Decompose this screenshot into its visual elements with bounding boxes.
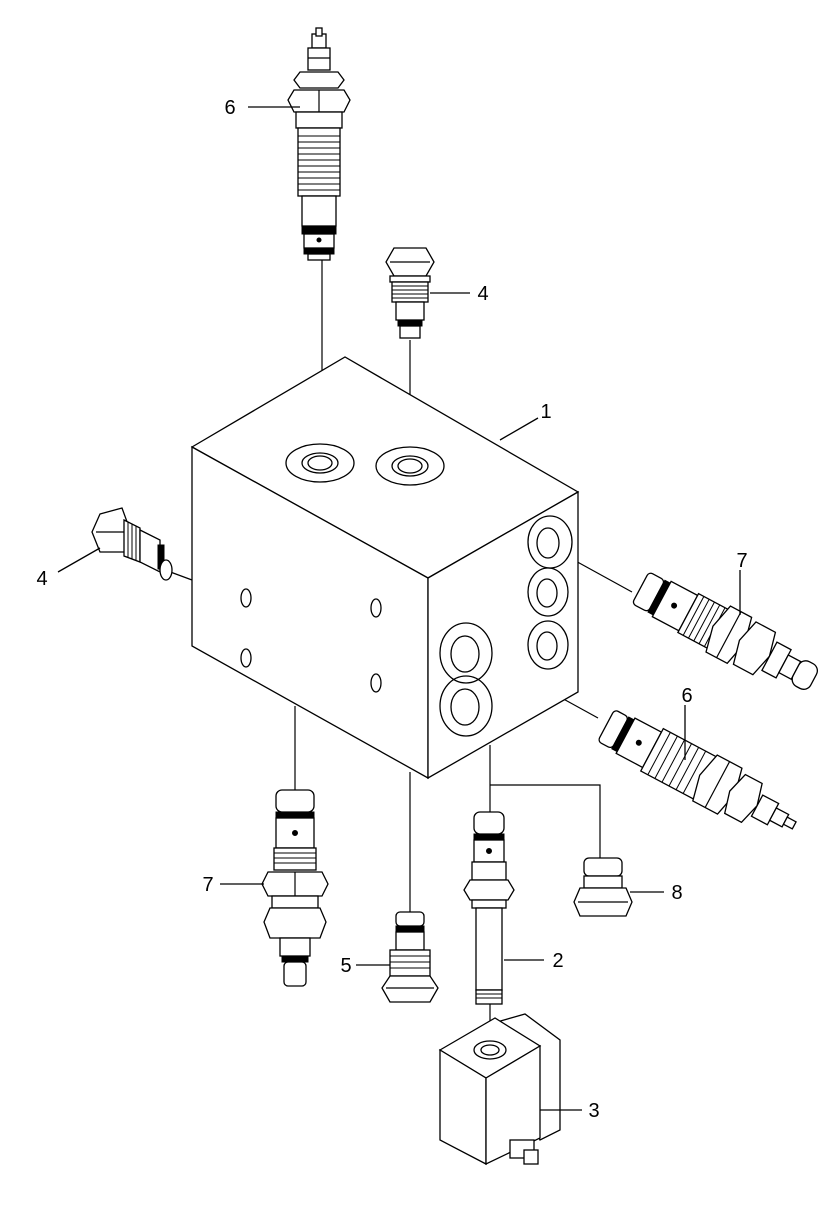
callout-labels: 6 4 1 4 7 6 7 8 2 5 3: [36, 97, 747, 1122]
top-ports: [285, 443, 445, 486]
callout-1: 1: [540, 401, 551, 423]
solenoid-coil: [438, 1013, 561, 1166]
cartridge-valve-top: [287, 27, 351, 261]
callout-8: 8: [671, 882, 682, 904]
block-right-face: [427, 490, 579, 780]
plug-right: [573, 857, 633, 917]
coil-side: [485, 1044, 541, 1166]
callout-3: 3: [588, 1100, 599, 1122]
callout-6-right: 6: [681, 685, 692, 707]
cartridge-valve-right-lower: [598, 710, 797, 830]
callout-7-right: 7: [736, 550, 747, 572]
callout-5: 5: [340, 955, 351, 977]
plug-top: [385, 247, 435, 339]
plug-bottom: [381, 911, 439, 1003]
manifold-block: [190, 356, 580, 780]
left-face-holes: [240, 588, 382, 693]
plug-left: [91, 507, 173, 581]
cartridge-valve-right: [632, 572, 818, 690]
cartridge-valve-left: [261, 789, 329, 987]
callout-4-left: 4: [36, 568, 47, 590]
callout-7-left: 7: [202, 874, 213, 896]
leader-lines: [57, 106, 741, 1111]
right-face-ports: [439, 515, 573, 737]
callout-2: 2: [552, 950, 563, 972]
callout-6-top: 6: [224, 97, 235, 119]
callout-4-top: 4: [477, 283, 488, 305]
solenoid-valve-cartridge: [463, 811, 515, 1005]
